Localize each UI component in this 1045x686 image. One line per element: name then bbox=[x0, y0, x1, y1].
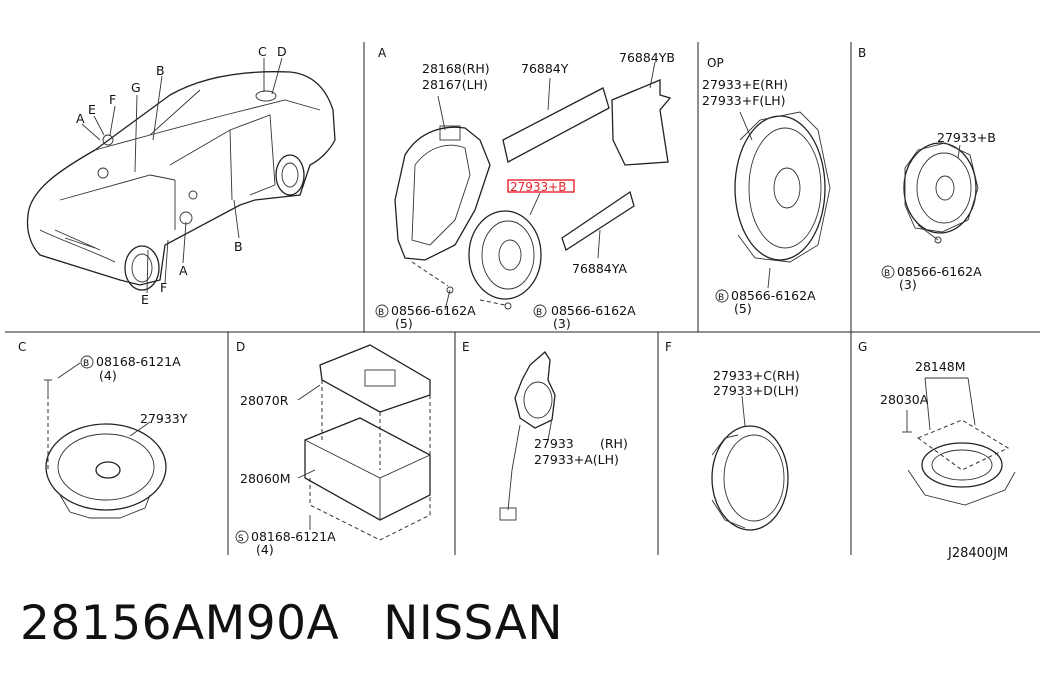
panel-e-part-rh: 27933 bbox=[534, 436, 574, 451]
panel-e-drawing bbox=[499, 351, 556, 521]
section-label-op: OP bbox=[707, 56, 724, 70]
panel-a-highlight-part: 27933+B bbox=[510, 180, 566, 194]
car-callout-e-left: E bbox=[88, 102, 96, 117]
car-callout-f-left: F bbox=[109, 92, 116, 107]
car-callout-b-bottom: B bbox=[234, 239, 243, 254]
car-callout-c: C bbox=[258, 44, 267, 59]
section-label-g: G bbox=[858, 340, 867, 354]
car-callout-a-bottom: A bbox=[179, 263, 188, 278]
panel-op-screw: 08566-6162A bbox=[731, 288, 816, 303]
panel-d-screw: 08168-6121A bbox=[251, 529, 336, 544]
panel-d-drawing bbox=[297, 344, 431, 541]
panel-a-seal-1: 76884Y bbox=[521, 61, 569, 76]
panel-c-screw-qty: (4) bbox=[99, 368, 117, 383]
panel-g-part: 28148M bbox=[915, 359, 966, 374]
panel-d-screw-qty: (4) bbox=[256, 542, 274, 557]
screw-symbol-icon bbox=[80, 355, 94, 369]
panel-d-amp: 28060M bbox=[240, 471, 291, 486]
car-callout-d: D bbox=[277, 44, 287, 59]
panel-op-screw-symbol: B bbox=[718, 293, 724, 303]
part-number: 28156AM90A bbox=[20, 596, 340, 651]
panel-op-drawing bbox=[734, 111, 831, 289]
panel-d-screw-symbol: S bbox=[238, 534, 244, 544]
part-caption: 28156AM90A NISSAN bbox=[20, 596, 563, 666]
car-callout-f-bottom: F bbox=[160, 280, 167, 295]
car-callout-a-left: A bbox=[76, 111, 85, 126]
panel-g-screw: 28030A bbox=[880, 392, 929, 407]
panel-b-screw: 08566-6162A bbox=[897, 264, 982, 279]
section-label-f: F bbox=[665, 340, 672, 354]
section-label-b: B bbox=[858, 46, 866, 60]
panel-g-drawing bbox=[902, 377, 1016, 506]
section-label-d: D bbox=[236, 340, 245, 354]
panel-a-screw-right-symbol: B bbox=[536, 308, 542, 318]
panel-c-drawing bbox=[44, 362, 167, 519]
screw-symbol-icon bbox=[881, 265, 895, 279]
panel-c-screw: 08168-6121A bbox=[96, 354, 181, 369]
section-label-a: A bbox=[378, 46, 387, 60]
panel-a-seal-2: 76884YB bbox=[619, 50, 675, 65]
screw-symbol-icon bbox=[715, 289, 729, 303]
diagram-code: J28400JM bbox=[947, 546, 1008, 561]
panel-b-screw-symbol: B bbox=[884, 269, 890, 279]
panel-e-part-rh-side: (RH) bbox=[600, 436, 628, 451]
panel-b-screw-qty: (3) bbox=[899, 277, 917, 292]
panel-e-part-lh: 27933+A(LH) bbox=[534, 452, 619, 467]
panel-a-screw-left-symbol: B bbox=[378, 308, 384, 318]
car-callout-b-top: B bbox=[156, 63, 165, 78]
panel-f-drawing bbox=[711, 395, 789, 531]
panel-a-screw-left: 08566-6162A bbox=[391, 303, 476, 318]
panel-a-part-lh: 28167(LH) bbox=[422, 77, 488, 92]
screw-symbol-icon bbox=[235, 530, 249, 544]
panel-a-drawing bbox=[394, 61, 672, 311]
section-label-c: C bbox=[18, 340, 26, 354]
panel-b-drawing bbox=[903, 142, 979, 244]
panel-a-part-rh: 28168(RH) bbox=[422, 61, 490, 76]
panel-c-part: 27933Y bbox=[140, 411, 188, 426]
car-callout-lines bbox=[81, 57, 283, 294]
panel-a-screw-left-qty: (5) bbox=[395, 316, 413, 331]
panel-d-bracket: 28070R bbox=[240, 393, 289, 408]
screw-symbol-icon bbox=[375, 304, 389, 318]
screw-icon bbox=[446, 286, 454, 294]
panel-a-seal-3: 76884YA bbox=[572, 261, 627, 276]
highlight-box bbox=[507, 179, 575, 193]
panel-a-screw-right-qty: (3) bbox=[553, 316, 571, 331]
screw-symbol-icon bbox=[533, 304, 547, 318]
panel-f-part-rh: 27933+C(RH) bbox=[713, 368, 800, 383]
panel-op-part-rh: 27933+E(RH) bbox=[702, 77, 788, 92]
screw-icon bbox=[504, 302, 512, 310]
brand-name: NISSAN bbox=[383, 596, 564, 651]
panel-op-screw-qty: (5) bbox=[734, 301, 752, 316]
diagram-grid bbox=[5, 42, 1040, 555]
section-label-e: E bbox=[462, 340, 470, 354]
panel-f-part-lh: 27933+D(LH) bbox=[713, 383, 799, 398]
car-callout-g: G bbox=[131, 80, 141, 95]
panel-a-screw-right: 08566-6162A bbox=[551, 303, 636, 318]
panel-b-part: 27933+B bbox=[937, 130, 996, 145]
car-illustration bbox=[26, 71, 336, 291]
panel-op-part-lh: 27933+F(LH) bbox=[702, 93, 786, 108]
panel-c-screw-symbol: B bbox=[83, 359, 89, 369]
car-callout-e-bottom: E bbox=[141, 292, 149, 307]
